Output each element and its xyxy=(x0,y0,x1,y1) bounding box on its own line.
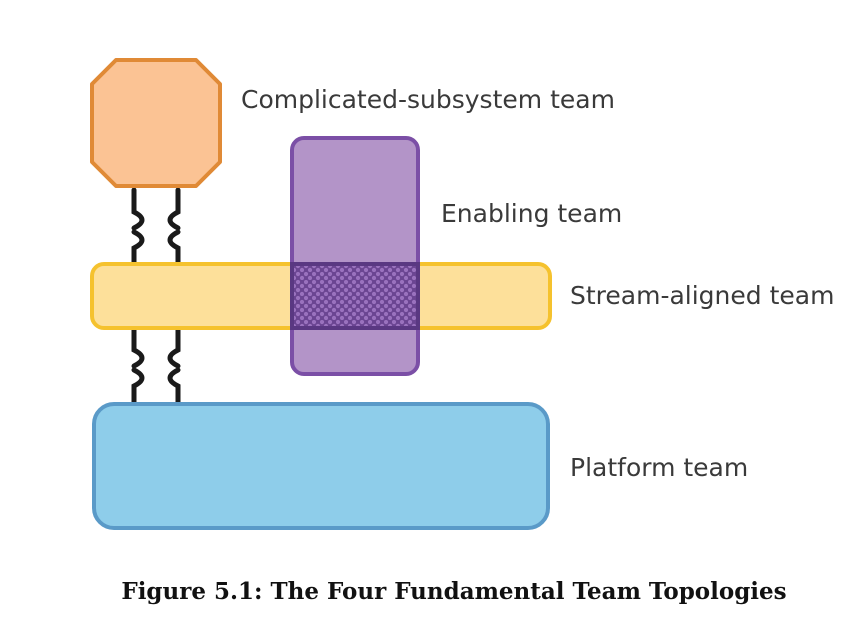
figure-caption: Figure 5.1: The Four Fundamental Team To… xyxy=(121,578,786,605)
enabling-shape xyxy=(290,136,420,376)
complicated-subsystem-shape xyxy=(90,58,222,188)
platform-shape xyxy=(92,402,550,530)
platform-label: Platform team xyxy=(570,453,748,482)
stream-aligned-label: Stream-aligned team xyxy=(570,281,834,310)
connector-top xyxy=(131,187,181,269)
enabling-label: Enabling team xyxy=(441,199,622,228)
enabling-stream-overlap xyxy=(290,262,420,330)
complicated-subsystem-label: Complicated-subsystem team xyxy=(241,85,615,114)
connector-bottom xyxy=(131,325,181,407)
